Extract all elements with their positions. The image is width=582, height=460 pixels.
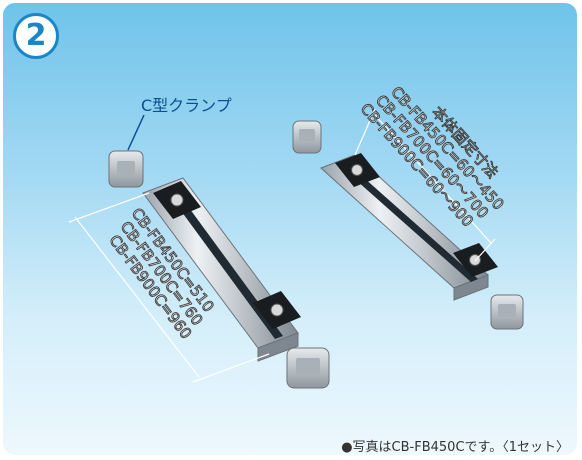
c-clamp-3 (286, 347, 330, 389)
step-number: 2 (25, 18, 47, 53)
product-illustration: CB-FB450C=510 CB-FB700C=760 CB-FB900C=96… (68, 83, 524, 389)
clamp-leader-line (127, 114, 145, 151)
clamp-label: C型クランプ (141, 96, 232, 115)
right-dimension-lines (354, 108, 496, 262)
left-rail (142, 177, 301, 362)
photo-caption: ●写真はCB-FB450Cです。〈1セット〉 (341, 440, 569, 455)
c-clamp-2 (292, 120, 322, 154)
right-rail (320, 153, 498, 301)
c-clamp-1 (108, 150, 144, 188)
left-dimension-lines (68, 192, 270, 383)
left-rail-upper-plate (153, 181, 201, 219)
right-rail-upper-plate (335, 153, 380, 187)
product-panel: 2 (3, 3, 577, 455)
c-clamp-4 (490, 294, 524, 330)
left-rail-lower-plate (253, 291, 301, 329)
step-badge: 2 (13, 13, 59, 59)
